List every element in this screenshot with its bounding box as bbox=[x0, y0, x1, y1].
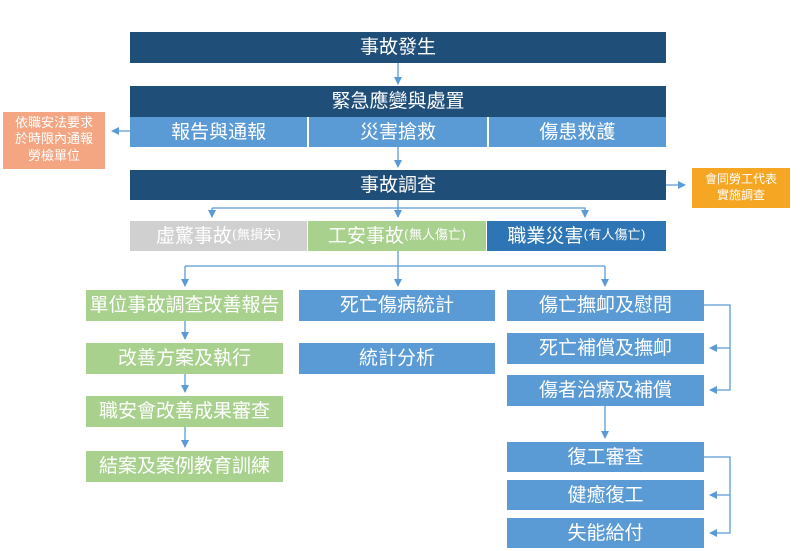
improvement-review-label: 職安會改善成果審查 bbox=[98, 400, 270, 423]
emergency-label: 緊急應變與處置 bbox=[331, 90, 465, 113]
report-notify-label: 報告與通報 bbox=[171, 120, 267, 143]
investigation-box: 事故調查 bbox=[130, 170, 666, 200]
report-rule-note: 依職安法要求 於時限內通報 勞檢單位 bbox=[3, 112, 105, 169]
occupational-accident-label: 職業災害 bbox=[507, 224, 584, 247]
branch-to-categories bbox=[212, 200, 399, 209]
return-to-work-review-label: 復工審查 bbox=[567, 445, 644, 468]
death-injury-stats-box: 死亡傷病統計 bbox=[299, 290, 495, 321]
case-closure-training-box: 結案及案例教育訓練 bbox=[86, 451, 283, 482]
case-closure-training-label: 結案及案例教育訓練 bbox=[98, 455, 270, 478]
death-compensation-label: 死亡補償及撫卹 bbox=[538, 337, 672, 360]
near-miss-label: 虛驚事故 bbox=[155, 224, 232, 247]
death-injury-stats-label: 死亡傷病統計 bbox=[339, 294, 454, 317]
casualty-condolence-box: 傷亡撫卹及慰問 bbox=[507, 290, 704, 321]
accident-box: 事故發生 bbox=[130, 32, 666, 63]
labor-rep-line-1: 會同勞工代表 bbox=[704, 172, 777, 187]
occupational-accident-sub: (有人傷亡) bbox=[583, 227, 646, 243]
report-rule-line-2: 於時限內通報 bbox=[14, 132, 93, 148]
statistical-analysis-label: 統計分析 bbox=[358, 347, 435, 370]
safety-incident-box: 工安事故(無人傷亡) bbox=[308, 221, 486, 251]
injury-treatment-label: 傷者治療及補償 bbox=[538, 379, 672, 402]
recovered-return-box: 健癒復工 bbox=[507, 480, 704, 510]
unit-investigation-report-box: 單位事故調查改善報告 bbox=[86, 290, 283, 321]
report-rule-line-1: 依職安法要求 bbox=[14, 116, 93, 132]
disaster-rescue-label: 災害搶救 bbox=[359, 120, 436, 143]
return-to-work-review-box: 復工審查 bbox=[507, 442, 704, 472]
accident-label: 事故發生 bbox=[359, 36, 436, 59]
labor-rep-line-2: 實施調查 bbox=[716, 188, 765, 202]
casualty-condolence-label: 傷亡撫卹及慰問 bbox=[538, 294, 672, 317]
report-notify-box: 報告與通報 bbox=[130, 117, 310, 147]
improvement-plan-box: 改善方案及執行 bbox=[86, 343, 283, 374]
disability-payment-box: 失能給付 bbox=[507, 518, 704, 548]
disaster-rescue-box: 災害搶救 bbox=[309, 117, 489, 147]
investigation-label: 事故調查 bbox=[359, 173, 436, 196]
safety-incident-sub: (無人傷亡) bbox=[403, 227, 467, 243]
recovered-return-label: 健癒復工 bbox=[567, 483, 644, 506]
improvement-plan-label: 改善方案及執行 bbox=[117, 347, 251, 370]
injury-treatment-box: 傷者治療及補償 bbox=[507, 375, 704, 406]
improvement-review-box: 職安會改善成果審查 bbox=[86, 396, 283, 427]
near-miss-box: 虛驚事故(無損失) bbox=[130, 221, 307, 251]
occupational-accident-box: 職業災害(有人傷亡) bbox=[487, 221, 666, 251]
near-miss-sub: (無損失) bbox=[231, 227, 282, 243]
statistical-analysis-box: 統計分析 bbox=[299, 343, 495, 374]
report-rule-line-3: 勞檢單位 bbox=[27, 148, 80, 164]
safety-incident-label: 工安事故 bbox=[327, 224, 404, 247]
casualty-care-label: 傷患救護 bbox=[539, 120, 616, 143]
casualty-care-box: 傷患救護 bbox=[488, 117, 666, 147]
emergency-box: 緊急應變與處置 bbox=[130, 86, 666, 117]
death-compensation-box: 死亡補償及撫卹 bbox=[507, 333, 704, 364]
unit-investigation-report-label: 單位事故調查改善報告 bbox=[89, 294, 280, 317]
disability-payment-label: 失能給付 bbox=[567, 521, 644, 544]
response-actions-row: 報告與通報 災害搶救 傷患救護 bbox=[130, 117, 666, 147]
labor-rep-note: 會同勞工代表 實施調查 bbox=[692, 168, 790, 208]
